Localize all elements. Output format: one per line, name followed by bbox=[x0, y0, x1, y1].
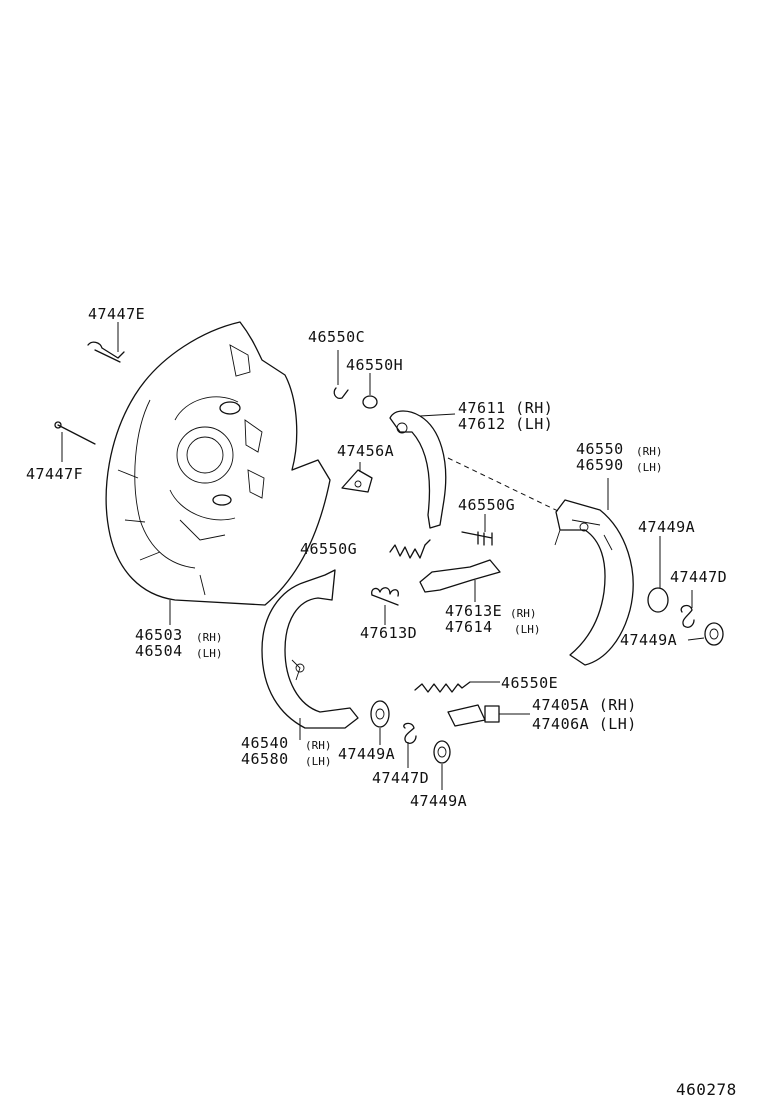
label-46580: 46580 bbox=[241, 750, 289, 768]
label-46590-side: (LH) bbox=[636, 461, 663, 474]
label-46503-side: (RH) bbox=[196, 631, 223, 644]
label-46550h: 46550H bbox=[346, 356, 404, 374]
label-46580-side: (LH) bbox=[305, 755, 332, 768]
label-46550: 46550 bbox=[576, 440, 624, 458]
label-46550c: 46550C bbox=[308, 328, 366, 346]
cup-47449a-right-bottom bbox=[687, 622, 724, 646]
spring-47447d-mid bbox=[403, 722, 417, 768]
shoe-46540 bbox=[261, 569, 359, 740]
label-47456a: 47456A bbox=[337, 442, 395, 460]
cup-47449a-right-top bbox=[647, 536, 669, 613]
washer-46550h bbox=[362, 373, 378, 409]
label-46590: 46590 bbox=[576, 456, 624, 474]
cup-47449a-bottom bbox=[433, 740, 451, 790]
diagram-code: 460278 bbox=[676, 1080, 737, 1099]
adjuster-47405a bbox=[447, 704, 530, 727]
label-47449a-bottom: 47449A bbox=[410, 792, 468, 810]
pin-47447f bbox=[54, 421, 96, 462]
label-47406a: 47406A (LH) bbox=[532, 715, 637, 733]
label-47613e: 47613E bbox=[445, 602, 503, 620]
cup-47449a-mid bbox=[370, 700, 390, 745]
strut-47613e bbox=[419, 559, 501, 602]
label-46504: 46504 bbox=[135, 642, 183, 660]
label-46540: 46540 bbox=[241, 734, 289, 752]
pin-47447e bbox=[87, 322, 125, 363]
label-46503: 46503 bbox=[135, 626, 183, 644]
label-47447d-right: 47447D bbox=[670, 568, 728, 586]
pin-46550g-top bbox=[461, 514, 493, 546]
label-46550-side: (RH) bbox=[636, 445, 663, 458]
label-46550g-left: 46550G bbox=[300, 540, 358, 558]
label-47613d: 47613D bbox=[360, 624, 418, 642]
part-47456a bbox=[341, 462, 373, 493]
backing-plate bbox=[105, 321, 331, 625]
label-46540-side: (RH) bbox=[305, 739, 332, 752]
label-47613e-side: (RH) bbox=[510, 607, 537, 620]
label-46550e: 46550E bbox=[501, 674, 559, 692]
label-47612: 47612 (LH) bbox=[458, 415, 554, 433]
label-46504-side: (LH) bbox=[196, 647, 223, 660]
label-47614-side: (LH) bbox=[514, 623, 541, 636]
shoe-46550 bbox=[554, 478, 634, 666]
label-47447e: 47447E bbox=[88, 305, 146, 323]
label-47449a-mid: 47449A bbox=[338, 745, 396, 763]
spring-47613d bbox=[371, 587, 399, 625]
spring-47447d-right bbox=[680, 590, 695, 628]
clip-46550c bbox=[333, 350, 349, 399]
label-46550g-top: 46550G bbox=[458, 496, 516, 514]
label-47447d-mid: 47447D bbox=[372, 769, 430, 787]
label-47449a-right-top: 47449A bbox=[638, 518, 696, 536]
label-47449a-right-bottom: 47449A bbox=[620, 631, 678, 649]
label-47614: 47614 bbox=[445, 618, 493, 636]
spring-46550e bbox=[414, 681, 500, 693]
lever-47611 bbox=[389, 410, 456, 529]
label-47447f: 47447F bbox=[26, 465, 84, 483]
label-47611: 47611 (RH) bbox=[458, 399, 554, 417]
spring-46550g bbox=[389, 539, 431, 559]
label-47405a: 47405A (RH) bbox=[532, 696, 637, 714]
